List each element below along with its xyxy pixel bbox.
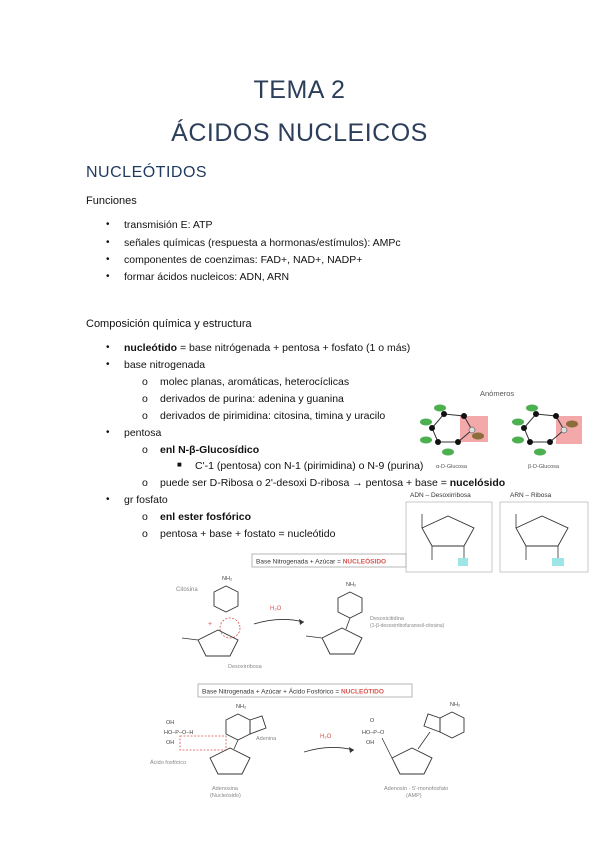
beta-glucose-label: β-D-Glucosa xyxy=(528,464,560,470)
composicion-heading: Composición química y estructura xyxy=(86,318,252,330)
beta-glucose-molecule xyxy=(512,404,582,456)
sub-bullet: o xyxy=(142,376,148,388)
acido-label: Ácido fosfórico xyxy=(150,759,186,766)
list-item: derivados de purina: adenina y guanina xyxy=(160,393,344,405)
adenosina-molecule: NH₂ Adenina Adenosina (Nucleósido) xyxy=(209,704,277,799)
reaction-arrow xyxy=(303,747,355,753)
svg-text:NH₂: NH₂ xyxy=(222,576,232,582)
banner-highlight: NUCLEÓTIDO xyxy=(341,687,384,696)
sub-bullet: o xyxy=(142,444,148,456)
svg-text:OH: OH xyxy=(166,720,174,726)
bullet: • xyxy=(106,237,110,248)
desoxicitidina-molecule: NH₂ Desoxicitidina (1-β-desoxirribofuran… xyxy=(305,582,445,655)
fosfato-label: gr fosfato xyxy=(124,494,168,506)
fosfato-formula: pentosa + base + fostato = nucleótido xyxy=(160,528,336,540)
list-item: formar ácidos nucleicos: ADN, ARN xyxy=(124,271,290,283)
svg-text:NH₂: NH₂ xyxy=(236,704,246,710)
glucosidico-detail: C'-1 (pentosa) con N-1 (pirimidina) o N-… xyxy=(195,460,424,472)
product-subtitle: (1-β-desoxirribofuranosil-citosina) xyxy=(370,623,445,629)
bullet: • xyxy=(106,219,110,230)
ribose-structure xyxy=(515,514,569,566)
desoxirribosa-label: Desoxirribosa xyxy=(228,664,263,670)
banner-prefix: Base Nitrogenada + Azúcar + Ácido Fosfór… xyxy=(202,687,341,696)
svg-text:HO–P–O: HO–P–O xyxy=(362,730,385,736)
bullet: • xyxy=(106,254,110,265)
page-title-line1: TEMA 2 xyxy=(253,76,346,104)
bullet: • xyxy=(106,342,110,353)
amp-sub: (AMP) xyxy=(406,793,422,799)
list-item: molec planas, aromáticas, heterocíclicas xyxy=(160,376,350,388)
citosina-molecule: NH₂ Citosina xyxy=(176,576,239,613)
reaction-arrow xyxy=(253,619,305,625)
nucleotido-line: nucleótido = base nitrógenada + pentosa … xyxy=(124,342,410,354)
svg-text:NH₂: NH₂ xyxy=(346,582,356,588)
sub-bullet: o xyxy=(142,511,148,523)
enlace-ester: enl ester fosfórico xyxy=(160,511,252,523)
banner-prefix: Base Nitrogenada + Azúcar = xyxy=(256,559,343,566)
anomeros-figure: Anómeros α-D-Glucosa β-D-Glucosa xyxy=(420,389,582,470)
adn-title: ADN – Desoxirribosa xyxy=(410,492,471,499)
nucleosido-banner: Base Nitrogenada + Azúcar = NUCLEÓSIDO xyxy=(256,557,386,566)
arn-title: ARN – Ribosa xyxy=(510,492,552,499)
section-title: NUCLEÓTIDOS xyxy=(86,164,208,181)
desoxirribosa-molecule: Desoxirribosa xyxy=(181,629,263,670)
alpha-glucose-molecule xyxy=(420,404,488,456)
nucleotido-banner: Base Nitrogenada + Azúcar + Ácido Fosfór… xyxy=(202,687,384,696)
alpha-glucose-label: α-D-Glucosa xyxy=(436,464,468,470)
h2o-label: H₂O xyxy=(320,734,332,740)
arrow-right-icon: → xyxy=(352,477,363,489)
svg-text:HO–P–O–H: HO–P–O–H xyxy=(164,730,193,736)
sub-bullet: o xyxy=(142,410,148,422)
bullet: • xyxy=(106,427,110,438)
adenosina-label: Adenosina xyxy=(212,786,239,792)
list-item: derivados de pirimidina: citosina, timin… xyxy=(160,410,386,422)
pentosa-label: pentosa xyxy=(124,427,162,439)
nucleotido-figure: Base Nitrogenada + Azúcar + Ácido Fosfór… xyxy=(150,683,465,799)
page-title-line2: ÁCIDOS NUCLEICOS xyxy=(171,119,428,147)
svg-text:OH: OH xyxy=(366,740,374,746)
sub-bullet: o xyxy=(142,528,148,540)
sub-bullet: o xyxy=(142,393,148,405)
ribosa-line: puede ser D-Ribosa o 2'-desoxi D-ribosa … xyxy=(160,477,505,489)
deoxyribose-structure xyxy=(421,514,475,566)
h2o-label: H₂O xyxy=(270,606,282,612)
nucleosido-label: (Nucleósido) xyxy=(210,793,241,799)
base-label: base nitrogenada xyxy=(124,359,206,371)
funciones-heading: Funciones xyxy=(86,195,137,207)
ribosa-result: pentosa + base = xyxy=(362,477,450,489)
citosina-label: Citosina xyxy=(176,587,198,593)
product-name: Desoxicitidina xyxy=(370,616,405,622)
ribosa-figure: ADN – Desoxirribosa ARN – Ribosa xyxy=(405,492,589,573)
list-item: señales químicas (respuesta a hormonas/e… xyxy=(124,237,401,249)
list-item: transmisión E: ATP xyxy=(124,219,213,231)
amp-label: Adenosín - 5'-monofosfato xyxy=(384,786,448,792)
nucleotido-def: = base nitrógenada + pentosa + fosfato (… xyxy=(177,342,411,354)
svg-text:OH: OH xyxy=(166,740,174,746)
svg-text:O: O xyxy=(370,718,375,724)
nucleotido-term: nucleótido xyxy=(124,342,178,354)
svg-text:NH₂: NH₂ xyxy=(450,702,460,708)
list-item: componentes de coenzimas: FAD+, NAD+, NA… xyxy=(124,254,363,266)
bullet: • xyxy=(106,359,110,370)
bullet: • xyxy=(106,494,110,505)
nucleosido-figure: Base Nitrogenada + Azúcar = NUCLEÓSIDO N… xyxy=(176,553,445,670)
svg-text:+: + xyxy=(208,621,212,628)
ribosa-bold: nucelósido xyxy=(449,477,506,489)
ribosa-text: puede ser D-Ribosa o 2'-desoxi D-ribosa xyxy=(160,477,350,489)
acido-fosforico-molecule: HO–P–O–H OH OH Ácido fosfórico xyxy=(150,720,227,766)
bullet: • xyxy=(106,271,110,282)
square-bullet: ■ xyxy=(177,460,182,469)
anomeros-title: Anómeros xyxy=(480,389,514,398)
adenina-label: Adenina xyxy=(256,736,277,742)
sub-bullet: o xyxy=(142,477,148,489)
amp-molecule: O HO–P–O OH NH₂ Adenosín - 5'-monofosfat… xyxy=(362,702,465,799)
banner-highlight: NUCLEÓSIDO xyxy=(343,557,386,566)
enlace-glucosidico: enl N-β-Glucosídico xyxy=(160,444,260,456)
